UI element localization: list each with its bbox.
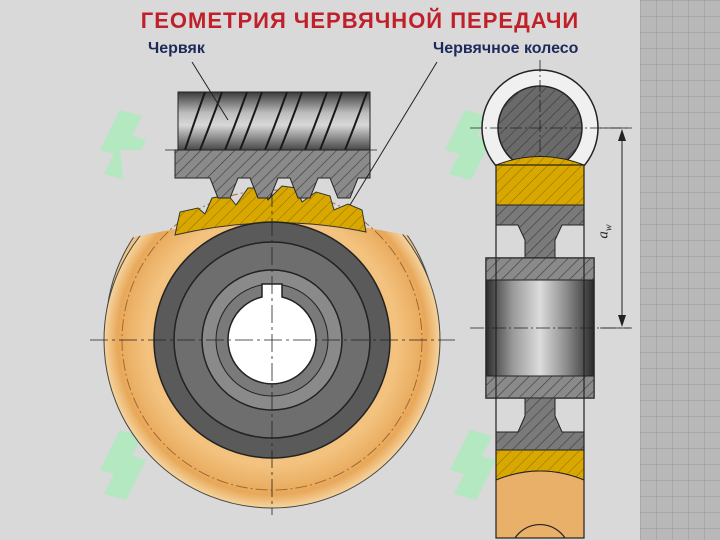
- watermark-logo: [450, 430, 496, 500]
- side-outline: [495, 164, 585, 539]
- dim-arrow-top: [618, 129, 626, 141]
- worm-section-hatch: [175, 150, 370, 198]
- worm-body: [177, 91, 371, 153]
- grid-lines: [640, 0, 720, 540]
- center-distance-symbol: a: [595, 231, 612, 239]
- rim-section-bottom-hatch: [496, 450, 584, 480]
- rim-bottom-bronze: [495, 470, 585, 539]
- diagram-title: ГЕОМЕТРИЯ ЧЕРВЯЧНОЙ ПЕРЕДАЧИ: [140, 8, 580, 33]
- center-distance-label: aw: [596, 224, 615, 238]
- worm-wheel-front-view: [90, 150, 455, 515]
- hub-flange-top-hatch: [486, 258, 594, 280]
- wheel-leader-line: [349, 61, 438, 206]
- worm-label: Червяк: [148, 40, 205, 57]
- dim-arrow-bottom: [618, 315, 626, 327]
- shaft-bore-keyway: [227, 283, 317, 385]
- worm-arc-bottom: [514, 524, 566, 539]
- web-section-bottom-hatch: [496, 398, 584, 450]
- worm-threads: [184, 91, 368, 151]
- side-view: [470, 60, 632, 539]
- web-section-top-hatch: [496, 205, 584, 258]
- rim-section-top-hatch: [496, 156, 584, 205]
- watermark-logo: [445, 110, 491, 180]
- center-distance-subscript: w: [603, 224, 615, 232]
- watermark-logo: [100, 430, 146, 500]
- worm-leader-line: [191, 61, 229, 121]
- hub-flange-bottom-hatch: [486, 376, 594, 398]
- worm-front-view: [165, 91, 380, 199]
- worm-wheel-label: Червячное колесо: [433, 40, 579, 57]
